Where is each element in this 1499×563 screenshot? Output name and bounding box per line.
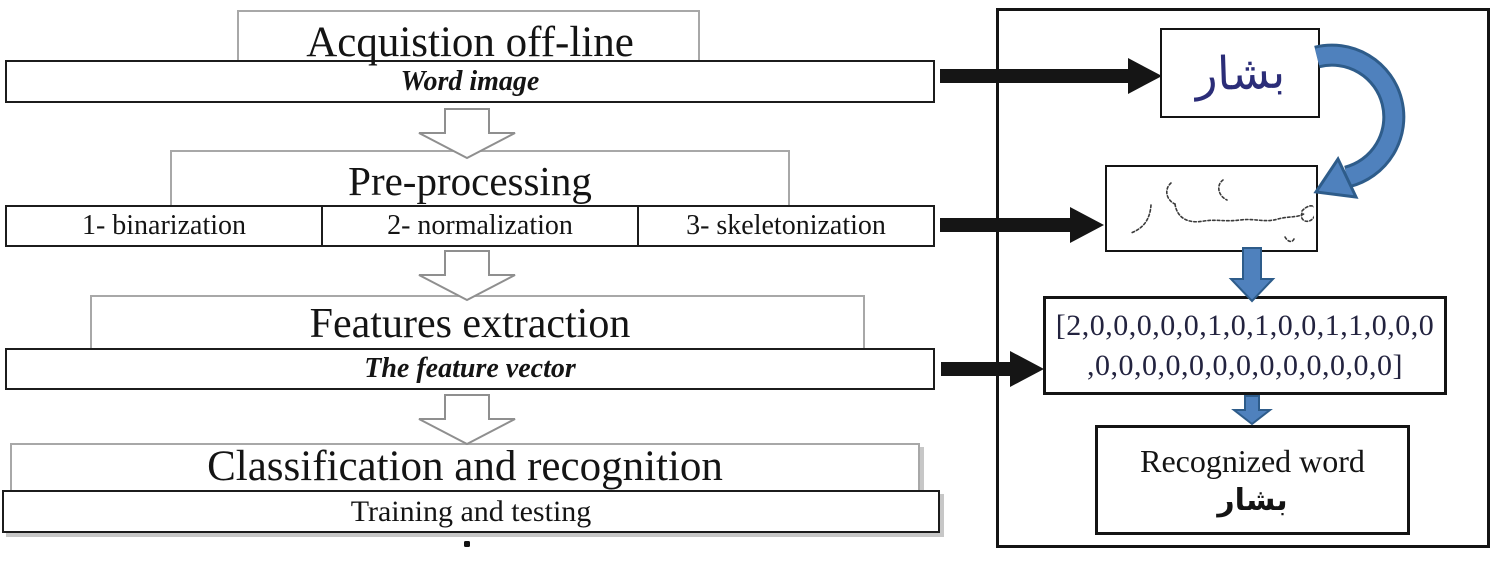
feature-vector-line1: [2,0,0,0,0,0,1,0,1,0,0,1,1,0,0,0 [1055,308,1435,342]
training-testing-label: Training and testing [350,494,592,528]
skeletonization-cell: 3- skeletonization [636,207,933,245]
skeleton-image-box [1105,165,1318,252]
feature-vector-bar: The feature vector [5,348,935,390]
feature-vector-bar-label: The feature vector [364,353,576,384]
footer-dot [464,541,470,547]
feature-vector-box: [2,0,0,0,0,0,1,0,1,0,0,1,1,0,0,0 ,0,0,0,… [1043,296,1447,395]
recognized-word-box: Recognized word بشار [1095,425,1410,535]
normalization-cell: 2- normalization [320,207,637,245]
down-arrow-icon [418,394,516,446]
binarization-label: 1- binarization [81,210,247,241]
feature-vector-line2: ,0,0,0,0,0,0,0,0,0,0,0,0,0] [1087,348,1403,382]
classification-title-frame [10,443,920,492]
word-image-box: بشار [1160,28,1320,118]
handwritten-word-image: بشار [1194,44,1286,102]
down-arrow-icon [418,250,516,302]
recognized-word-label: Recognized word [1140,442,1365,479]
word-image-label: Word image [400,65,540,97]
skeletonization-label: 3- skeletonization [686,210,886,241]
preprocessing-steps-bar: 1- binarization 2- normalization 3- skel… [5,205,935,247]
normalization-label: 2- normalization [387,210,573,241]
training-testing-bar: Training and testing [2,490,940,533]
word-image-bar: Word image [5,60,935,103]
recognized-word-value: بشار [1217,482,1288,518]
binarization-cell: 1- binarization [7,207,321,245]
preprocessing-title-frame [170,150,790,213]
skeleton-image [1130,178,1314,242]
